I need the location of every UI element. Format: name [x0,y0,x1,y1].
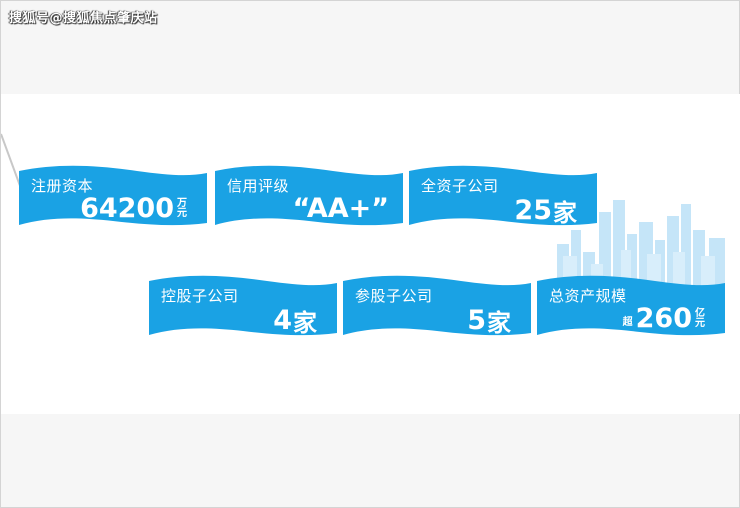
unit-top: 亿 [695,307,705,319]
banner-label: 控股子公司 [161,287,239,305]
banner-number: 64200 [80,193,174,224]
banner-wave-shape [215,165,403,226]
banner-value: “AA+” [293,193,389,224]
banner-suffix: 家 [293,309,317,337]
banner-prefix: 超 [622,317,633,328]
banner-wave-shape [149,275,337,336]
banner-number: 25 [514,195,552,226]
banner-wholly-owned-subsidiaries: 全资子公司 25 家 [407,165,599,229]
banner-label: 总资产规模 [549,287,627,305]
banner-registered-capital: 注册资本 64200 万 元 [17,165,209,229]
unit-bottom: 元 [177,207,187,219]
watermark-text: 搜狐号@搜狐焦点肇庆站 [9,11,158,26]
banner-wave-shape [409,165,597,226]
banner-credit-rating: 信用评级 “AA+” [213,165,405,229]
banner-label: 参股子公司 [355,287,433,305]
banner-equity-participation-subsidiaries: 参股子公司 5 家 [341,275,533,339]
banner-number: 260 [635,303,692,334]
banner-value: 5 家 [467,303,511,338]
unit-top: 万 [177,197,187,209]
unit-bottom: 元 [695,317,705,329]
banner-value: 超 260 亿 元 [623,303,705,334]
banner-value: 25 家 [514,193,577,228]
banner-value: 64200 万 元 [80,193,187,224]
banner-wave-shape [537,275,725,336]
banner-wave-shape [343,275,531,336]
banner-total-assets: 总资产规模 超 260 亿 元 [535,275,727,339]
banner-unit: 亿 元 [695,307,705,329]
banner-label: 注册资本 [31,177,94,195]
banner-label: 信用评级 [227,177,290,195]
banner-label: 全资子公司 [421,177,499,195]
banner-wave-shape [19,165,207,226]
banner-suffix: 家 [553,199,577,227]
banner-unit: 万 元 [177,197,187,219]
banner-number: “AA+” [292,193,389,224]
banner-number: 5 [467,305,486,336]
infographic-panel [1,94,740,414]
banner-number: 4 [273,305,292,336]
banner-holding-subsidiaries: 控股子公司 4 家 [147,275,339,339]
banner-value: 4 家 [273,303,317,338]
banner-suffix: 家 [487,309,511,337]
